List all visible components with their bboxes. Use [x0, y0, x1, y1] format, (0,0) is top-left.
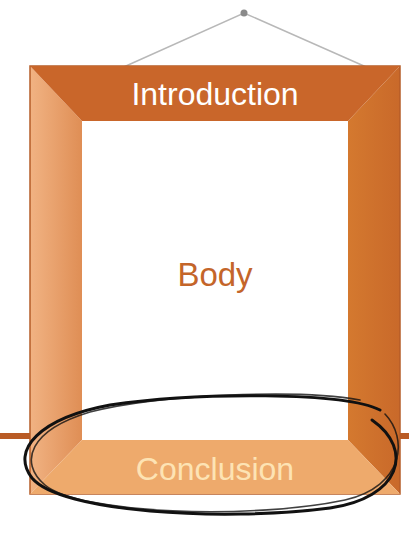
band-fill — [30, 440, 400, 494]
circle-stroke — [25, 396, 396, 514]
frame-label: Conclusion — [136, 451, 294, 488]
frame-right-side — [348, 66, 400, 494]
conclusion-band: Conclusion — [30, 440, 400, 494]
body-panel: Body — [82, 121, 348, 440]
frame-left-side — [30, 66, 82, 494]
introduction-band: Introduction — [30, 66, 400, 121]
hanging-pin — [241, 10, 248, 17]
band-fill — [30, 66, 400, 121]
frame-label: Body — [177, 256, 252, 294]
frame-label: Introduction — [131, 76, 298, 113]
hand-drawn-circle — [25, 394, 398, 514]
circle-stroke — [31, 394, 398, 512]
hanging-wire — [117, 13, 373, 70]
frame-outline — [30, 66, 400, 494]
